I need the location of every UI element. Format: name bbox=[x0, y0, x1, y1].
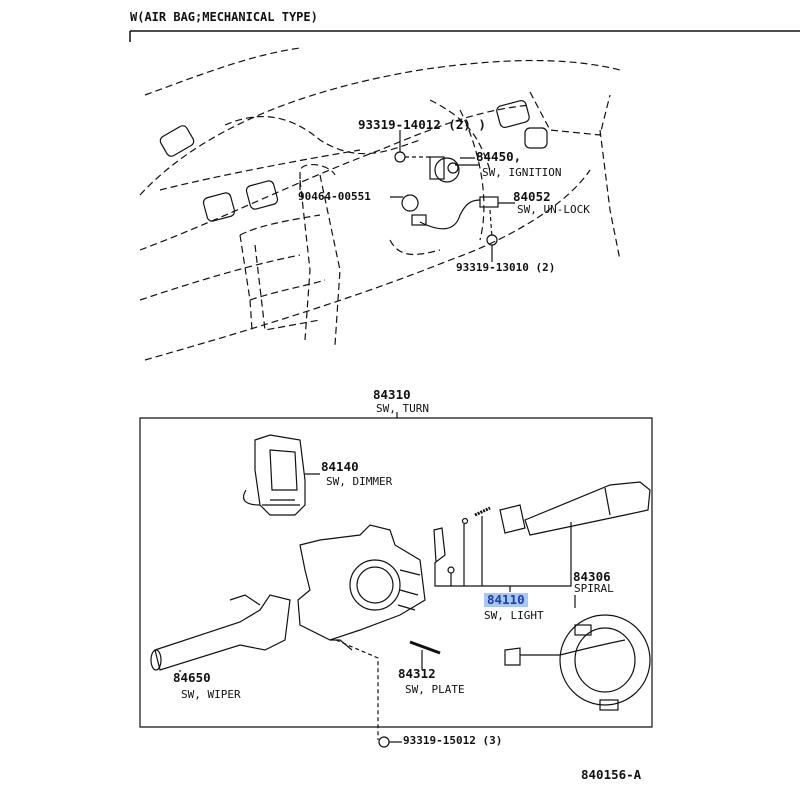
part-number-93319-14012[interactable]: 93319-14012 (2) ) bbox=[358, 117, 486, 132]
plate-drawing bbox=[409, 640, 441, 670]
part-number-84650[interactable]: 84650 bbox=[173, 670, 211, 685]
wiper-switch-drawing bbox=[150, 594, 291, 672]
part-name-turn: SW, TURN bbox=[376, 402, 429, 415]
spiral-cable-drawing bbox=[504, 595, 651, 711]
part-name-dimmer: SW, DIMMER bbox=[326, 475, 393, 488]
header-rule bbox=[129, 30, 800, 42]
part-name-plate: SW, PLATE bbox=[405, 683, 465, 696]
part-number-84306[interactable]: 84306 bbox=[573, 569, 611, 584]
part-number-90464-00551[interactable]: 90464-00551 bbox=[298, 190, 371, 203]
part-number-84110-highlighted[interactable]: 84110 bbox=[484, 593, 528, 607]
dashboard-outline bbox=[139, 47, 621, 361]
part-number-84052[interactable]: 84052 bbox=[513, 189, 551, 204]
part-number-84310[interactable]: 84310 bbox=[373, 387, 411, 402]
part-number-93319-15012[interactable]: 93319-15012 (3) bbox=[403, 734, 503, 747]
part-name-light: SW, LIGHT bbox=[484, 609, 544, 622]
light-switch-drawing bbox=[433, 481, 651, 592]
ignition-switch-drawing bbox=[390, 130, 515, 262]
part-number-84450[interactable]: 84450, bbox=[476, 149, 522, 164]
part-number-84312[interactable]: 84312 bbox=[398, 666, 436, 681]
diagram-title: W(AIR BAG;MECHANICAL TYPE) bbox=[130, 10, 318, 24]
part-name-wiper: SW, WIPER bbox=[181, 688, 241, 701]
part-number-93319-13010[interactable]: 93319-13010 (2) bbox=[456, 261, 556, 274]
part-name-unlock: SW, UN-LOCK bbox=[517, 203, 590, 216]
turn-switch-body-drawing bbox=[297, 524, 426, 651]
diagram-id: 840156-A bbox=[581, 767, 642, 782]
dashboard-vents bbox=[159, 100, 548, 222]
assembly-box bbox=[139, 417, 653, 728]
bolt-leader bbox=[335, 639, 402, 748]
dimmer-switch-drawing bbox=[242, 434, 320, 516]
part-name-spiral: SPIRAL bbox=[574, 582, 614, 595]
part-name-ignition: SW, IGNITION bbox=[482, 166, 562, 179]
part-number-84140[interactable]: 84140 bbox=[321, 459, 359, 474]
